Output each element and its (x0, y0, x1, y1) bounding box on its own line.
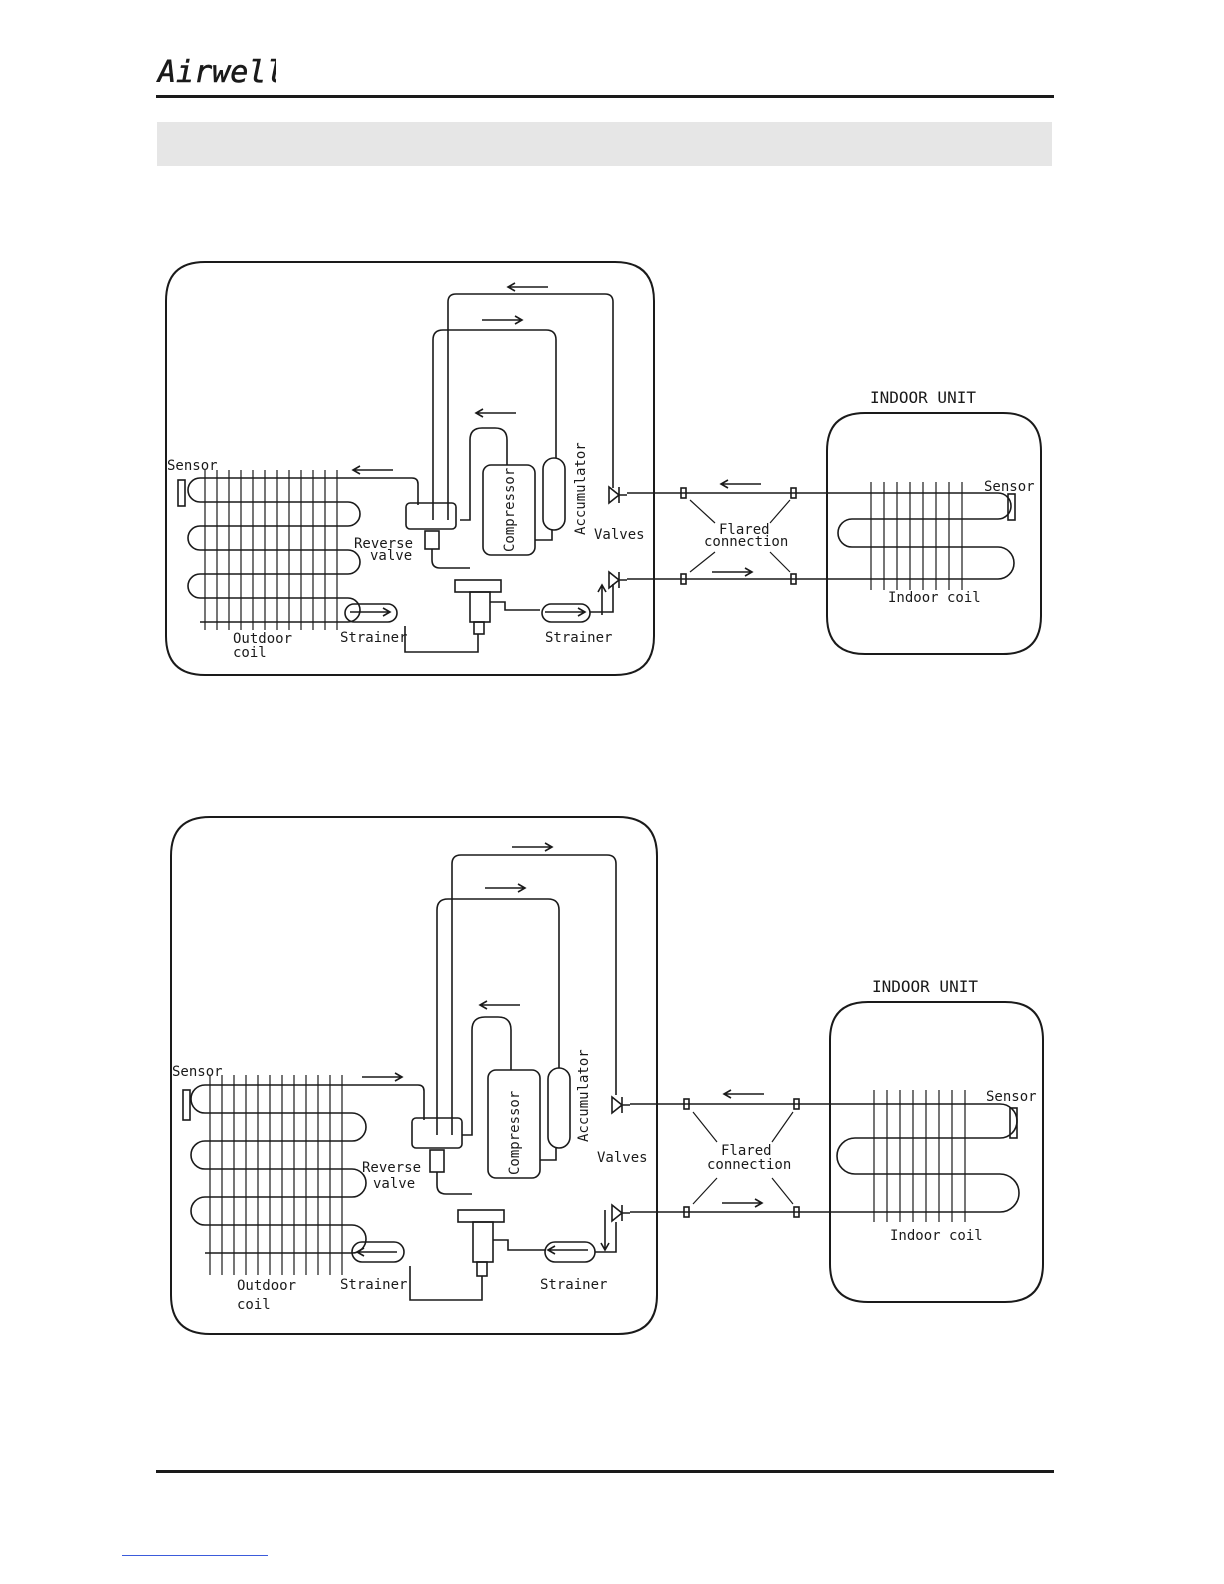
reverse-valve-label: Reverse (362, 1160, 421, 1176)
indoor-coil (837, 1090, 1019, 1222)
reverse-valve-label-2: valve (373, 1176, 415, 1192)
indoor-unit-title: INDOOR UNIT (872, 977, 978, 996)
flared-connection-label-2: connection (707, 1157, 791, 1173)
accumulator (548, 1068, 570, 1148)
footer-rule (156, 1470, 1054, 1473)
valve-upper (612, 1097, 630, 1113)
indoor-unit-box (830, 1002, 1043, 1302)
outdoor-sensor (183, 1090, 190, 1120)
outdoor-coil-label-2: coil (237, 1297, 271, 1313)
valves-label: Valves (597, 1150, 648, 1166)
accumulator-label: Accumulator (576, 1049, 592, 1142)
indoor-coil-label: Indoor coil (890, 1228, 983, 1244)
strainer-left-label: Strainer (340, 1277, 407, 1293)
refrigerant-diagram-heating: INDOOR UNIT Sensor Sensor Reverse valve … (0, 0, 1224, 1400)
footer-link-underline (122, 1555, 268, 1556)
outdoor-coil-label: Outdoor (237, 1278, 296, 1294)
valve-lower (612, 1205, 630, 1221)
indoor-sensor-label: Sensor (986, 1089, 1037, 1105)
compressor-label: Compressor (507, 1091, 523, 1175)
strainer-right-label: Strainer (540, 1277, 607, 1293)
outdoor-sensor-label: Sensor (172, 1064, 223, 1080)
